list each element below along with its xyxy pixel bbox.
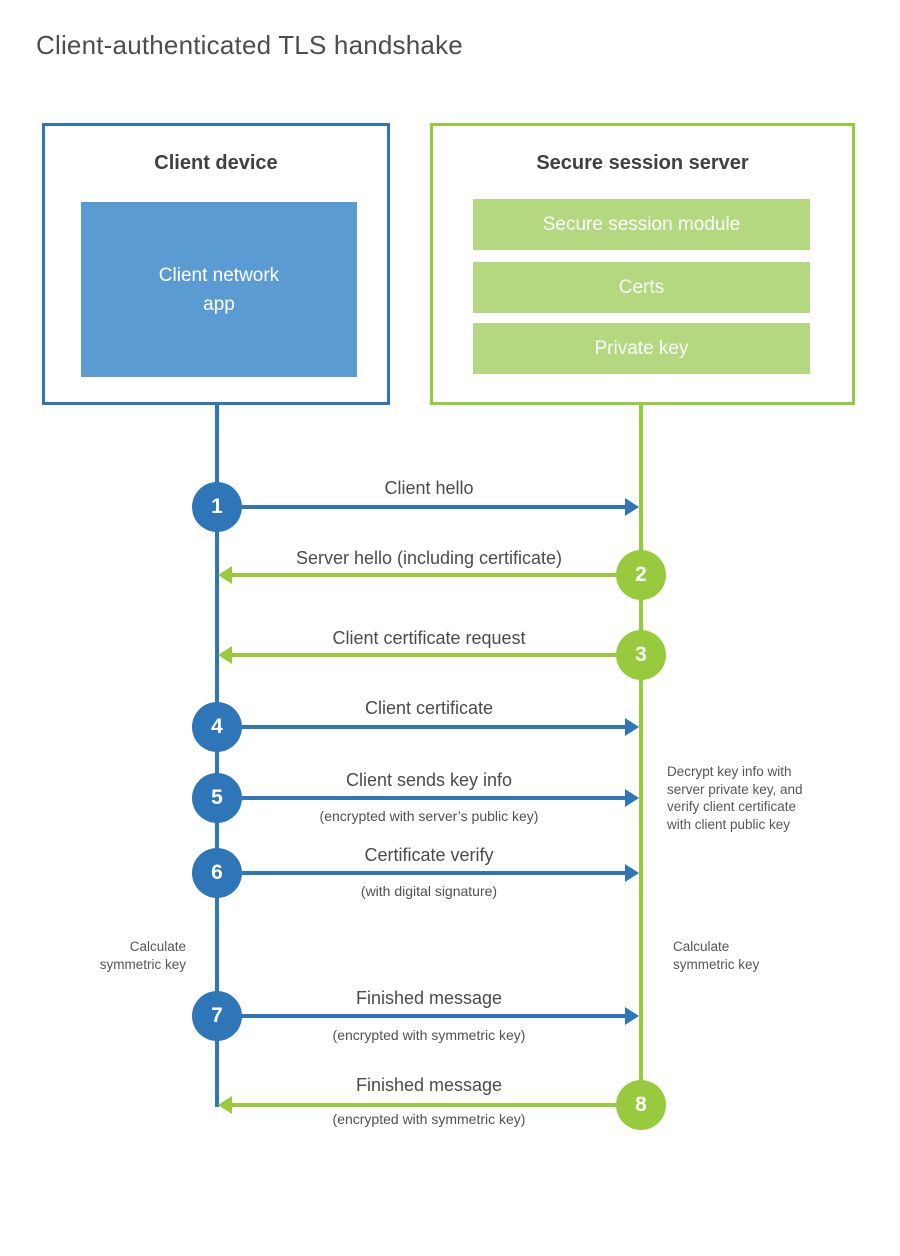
step-8-arrowhead-icon [218, 1096, 232, 1114]
step-3-number: 3 [635, 643, 647, 666]
server-module-certs: Certs [473, 262, 810, 313]
step-8-number: 8 [635, 1093, 647, 1116]
step-4-label: Client certificate [364, 698, 494, 718]
step-2-arrowhead-icon [218, 566, 232, 584]
server-decrypt-note: Decrypt key info with server private key… [667, 764, 803, 832]
step-3-arrowhead-icon [218, 646, 232, 664]
step-2-label: Server hello (including certificate) [295, 548, 563, 568]
step-5-arrowhead-icon [625, 789, 639, 807]
step-1-badge: 1 [192, 482, 242, 532]
step-2-number: 2 [635, 563, 647, 586]
step-1-number: 1 [211, 495, 223, 518]
step-3-arrow [231, 653, 616, 657]
step-6-arrow [242, 871, 626, 875]
step-6-sublabel: (with digital signature) [360, 883, 498, 899]
step-8-sublabel: (encrypted with symmetric key) [332, 1111, 526, 1127]
step-6-badge: 6 [192, 848, 242, 898]
step-5-label: Client sends key info [345, 770, 513, 790]
server-module-secure-session: Secure session module [473, 199, 810, 250]
client-device-box: Client device Client network app [42, 123, 390, 405]
step-4-arrowhead-icon [625, 718, 639, 736]
server-calculate-key-note: Calculate symmetric key [673, 939, 760, 972]
step-3-label: Client certificate request [332, 628, 526, 648]
step-1-arrow [242, 505, 626, 509]
server-module-private-key: Private key [473, 323, 810, 374]
step-4-arrow [242, 725, 626, 729]
step-4-badge: 4 [192, 702, 242, 752]
page-title: Client-authenticated TLS handshake [36, 30, 463, 60]
step-7-number: 7 [211, 1004, 223, 1027]
server-box: Secure session server Secure session mod… [430, 123, 855, 405]
step-6-arrowhead-icon [625, 864, 639, 882]
step-7-arrowhead-icon [625, 1007, 639, 1025]
step-6-number: 6 [211, 861, 223, 884]
server-box-title: Secure session server [536, 152, 749, 174]
server-lifeline [639, 404, 643, 1107]
step-5-badge: 5 [192, 773, 242, 823]
client-network-app-box: Client network app [81, 202, 357, 377]
step-2-badge: 2 [616, 550, 666, 600]
step-7-badge: 7 [192, 991, 242, 1041]
step-7-label: Finished message [355, 988, 503, 1008]
step-8-arrow [231, 1103, 616, 1107]
step-1-arrowhead-icon [625, 498, 639, 516]
step-8-badge: 8 [616, 1080, 666, 1130]
step-5-number: 5 [211, 786, 223, 809]
step-6-label: Certificate verify [364, 845, 494, 865]
step-7-sublabel: (encrypted with symmetric key) [332, 1027, 526, 1043]
client-lifeline [215, 404, 219, 1107]
step-1-label: Client hello [384, 478, 474, 498]
client-device-title: Client device [154, 152, 278, 174]
step-4-number: 4 [211, 715, 223, 738]
step-5-arrow [242, 796, 626, 800]
step-5-sublabel: (encrypted with server’s public key) [319, 808, 539, 824]
step-8-label: Finished message [355, 1075, 503, 1095]
step-2-arrow [231, 573, 616, 577]
step-7-arrow [242, 1014, 626, 1018]
step-3-badge: 3 [616, 630, 666, 680]
client-calculate-key-note: Calculate symmetric key [99, 939, 186, 972]
